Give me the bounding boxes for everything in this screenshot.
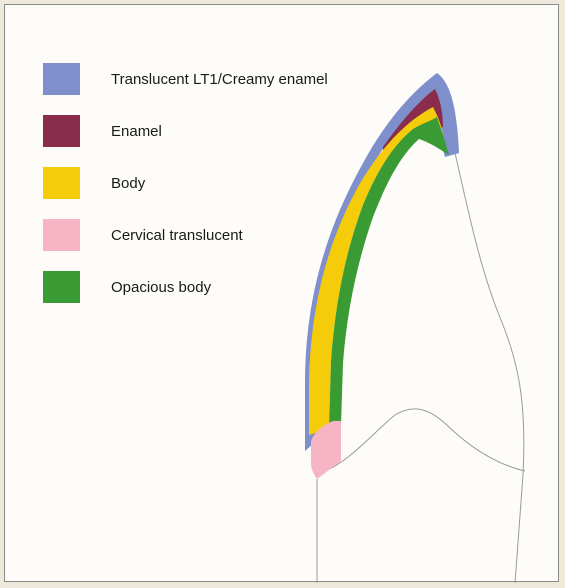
diagram-frame: Translucent LT1/Creamy enamel Enamel Bod… [4,4,559,582]
opacious-layer [329,117,449,429]
tooth-outline [455,153,524,583]
tooth-cross-section [5,5,560,583]
cej-line [325,409,525,471]
